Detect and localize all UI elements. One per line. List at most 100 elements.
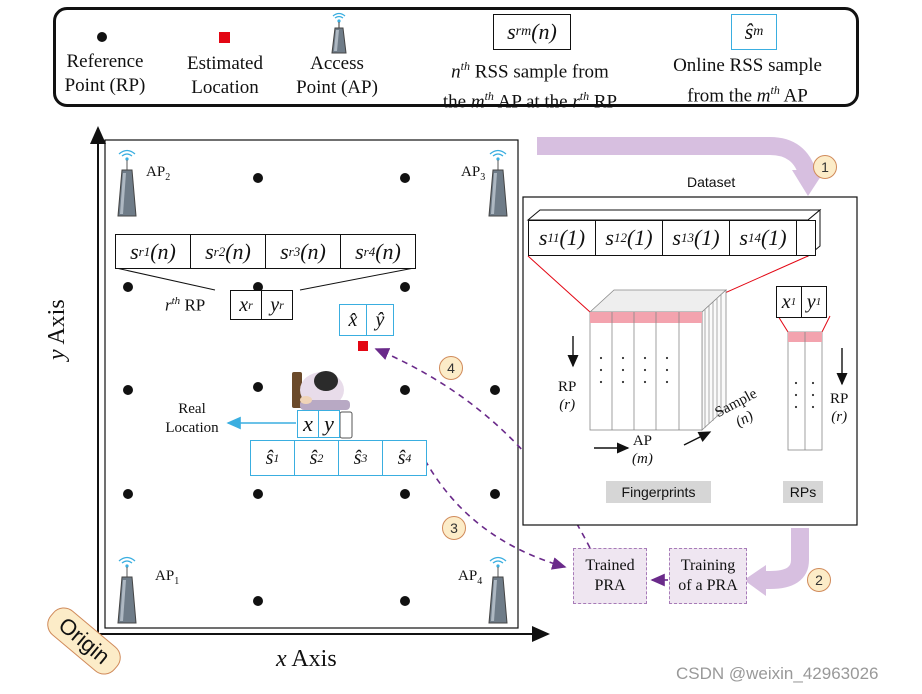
legend-est-line2: Location xyxy=(191,77,259,98)
rp-dot xyxy=(400,385,410,395)
rth-rp-label: rth RP xyxy=(165,295,206,315)
flow-arrow-2 xyxy=(760,528,809,589)
dataset-title: Dataset xyxy=(687,174,736,190)
ap3-label-text: AP xyxy=(461,164,481,180)
training-pra-box: Training of a PRA xyxy=(669,548,747,604)
real-location-line2: Location xyxy=(165,420,219,436)
person-icon xyxy=(292,371,353,439)
step-1-badge: 1 xyxy=(813,155,837,179)
red-link-left xyxy=(527,255,591,313)
real-coord-y: y xyxy=(324,411,334,436)
rp-axis-label-line2: (r) xyxy=(559,397,576,413)
rp-dot xyxy=(123,385,133,395)
fingerprint-cube xyxy=(588,289,728,431)
ap3-icon xyxy=(488,149,508,217)
legend-online-line1: Online RSS sample xyxy=(673,55,822,76)
ap1-label-text: AP xyxy=(155,568,175,584)
legend-rss-line2: the mth AP at the rth RP xyxy=(442,89,618,113)
rps-red-link-right xyxy=(821,315,831,333)
ap2-label-sub: 2 xyxy=(165,172,171,183)
ap-axis-label-line1: AP xyxy=(632,433,652,449)
training-line2: of a PRA xyxy=(678,577,738,594)
rp-legend-dot xyxy=(97,32,107,42)
training-line1: Training xyxy=(680,557,736,574)
ap1-label-sub: 1 xyxy=(174,576,180,587)
estimate-y-hat: ŷ xyxy=(375,308,385,331)
legend-ap-line1: Access xyxy=(310,53,364,74)
rp-dot xyxy=(253,596,263,606)
ap3-label: AP3 xyxy=(461,164,485,183)
ap4-label-text: AP xyxy=(458,568,478,584)
rp-dot xyxy=(400,282,410,292)
real-coord-x: x xyxy=(298,411,319,437)
real-location-label: Real Location xyxy=(162,400,222,438)
rp-dot xyxy=(253,282,263,292)
legend-rss-line1: nth RSS sample from xyxy=(451,59,609,83)
ap4-label-sub: 4 xyxy=(477,576,483,587)
legend-estimated-location: Estimated Location xyxy=(170,52,280,100)
ap-axis-label: AP (m) xyxy=(632,432,653,468)
dataset-cell-more xyxy=(797,221,815,255)
ap4-label: AP4 xyxy=(458,568,482,587)
step-2-badge: 2 xyxy=(807,568,831,592)
estimate-x-hat: x̂ xyxy=(340,305,367,335)
rps-column xyxy=(787,331,823,451)
path-step-3 xyxy=(424,459,567,570)
flow-arrow-1 xyxy=(537,137,817,178)
ap3-label-sub: 3 xyxy=(480,172,486,183)
access-point-legend-icon xyxy=(331,12,347,54)
legend-online-desc: Online RSS sample from the mth AP xyxy=(650,54,845,108)
rps-label: RPs xyxy=(783,481,823,503)
rp-dot xyxy=(123,282,133,292)
ap2-label: AP2 xyxy=(146,164,170,183)
rp-dot xyxy=(490,385,500,395)
rps-red-link-left xyxy=(777,315,789,333)
rp-dot xyxy=(253,382,263,392)
rps-axis-label-line1: RP xyxy=(830,391,849,407)
sample-axis-arrow xyxy=(683,431,712,446)
legend-rss-desc: nth RSS sample from the mth AP at the rt… xyxy=(405,54,655,115)
estimated-legend-square xyxy=(219,32,230,43)
ap2-icon xyxy=(117,149,137,217)
estimate-coords-box: x̂ ŷ xyxy=(339,304,394,336)
step-3-badge: 3 xyxy=(442,516,466,540)
trained-line2: PRA xyxy=(594,577,626,594)
rp-funnel-right xyxy=(299,267,415,291)
real-coords-box: x y xyxy=(297,410,340,438)
legend-ap-line2: Point (AP) xyxy=(296,77,378,98)
rp-grid xyxy=(123,173,500,606)
trained-line1: Trained xyxy=(585,557,635,574)
ap-axis-label-line2: (m) xyxy=(632,451,653,467)
legend-reference-point: Reference Point (RP) xyxy=(55,50,155,98)
rp-dot xyxy=(400,596,410,606)
ap2-label-text: AP xyxy=(146,164,166,180)
rps-axis-label-line2: (r) xyxy=(831,409,848,425)
rps-axis-label: RP (r) xyxy=(830,390,848,426)
ap1-label: AP1 xyxy=(155,568,179,587)
legend-box xyxy=(53,7,859,107)
rp-dot xyxy=(400,173,410,183)
x-axis-label: x Axis xyxy=(276,646,337,672)
path-step-4 xyxy=(374,348,591,549)
